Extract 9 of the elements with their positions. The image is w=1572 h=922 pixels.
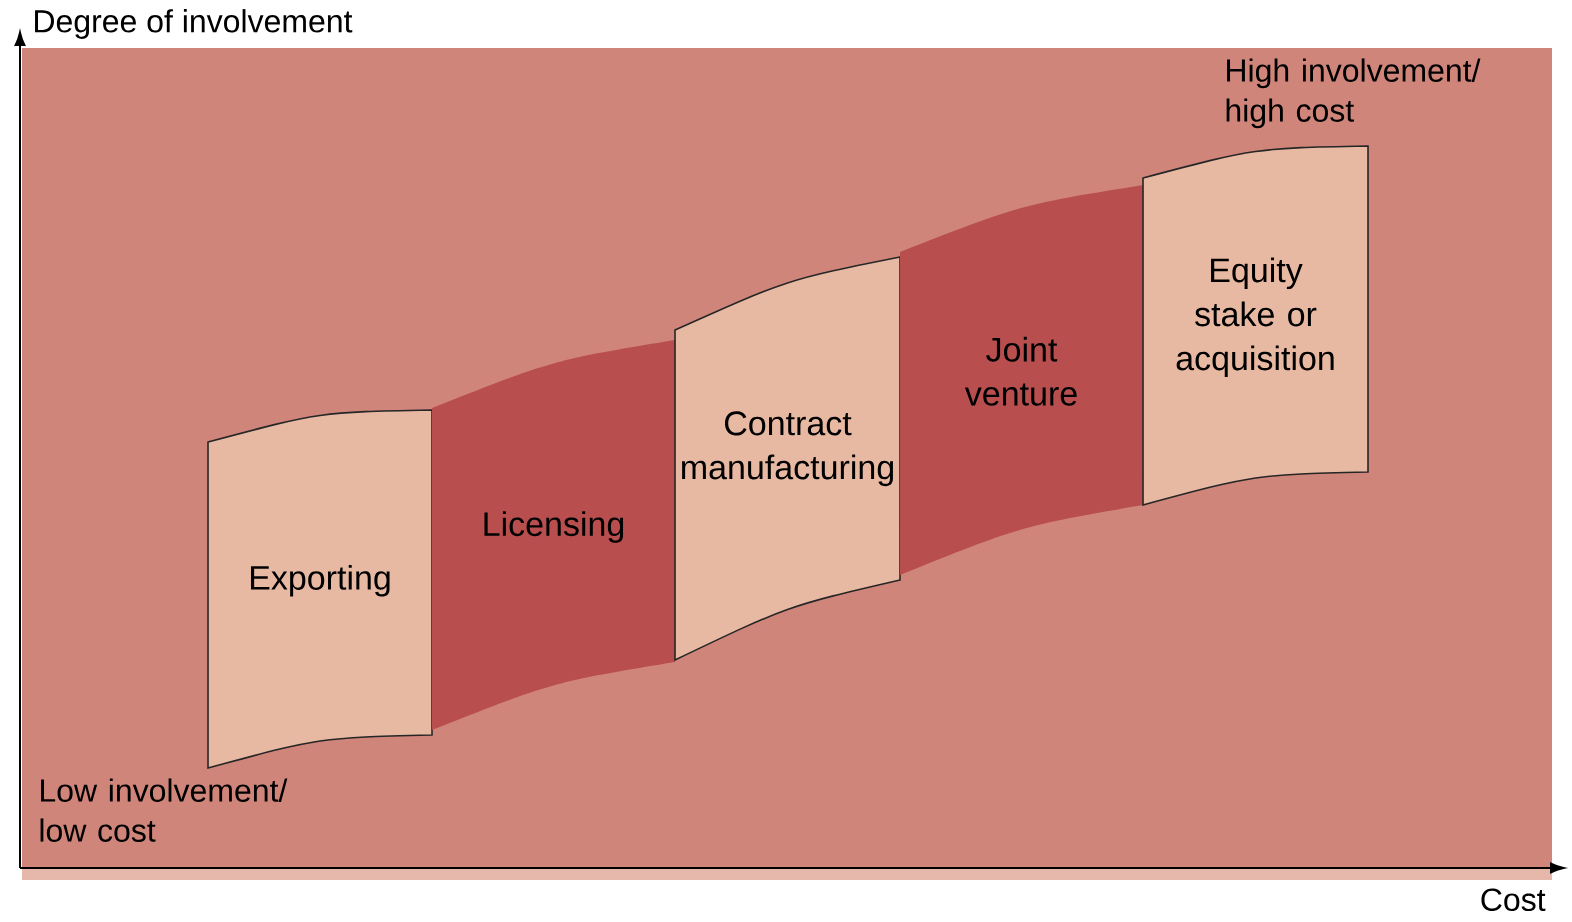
axis-label: Cost <box>1481 888 1546 912</box>
option-panel: Exporting <box>207 409 433 769</box>
option-panel: Contract manufacturing <box>674 256 901 661</box>
option-band: Joint venture <box>900 185 1143 575</box>
axis-label: Degree of involvement <box>35 9 353 39</box>
option-band: Licensing <box>432 340 675 730</box>
corner-label: High involvement/ high cost <box>1226 58 1481 129</box>
corner-label: Low involvement/ low cost <box>40 778 288 842</box>
option-panel: Equity stake or acquisition <box>1142 145 1369 506</box>
